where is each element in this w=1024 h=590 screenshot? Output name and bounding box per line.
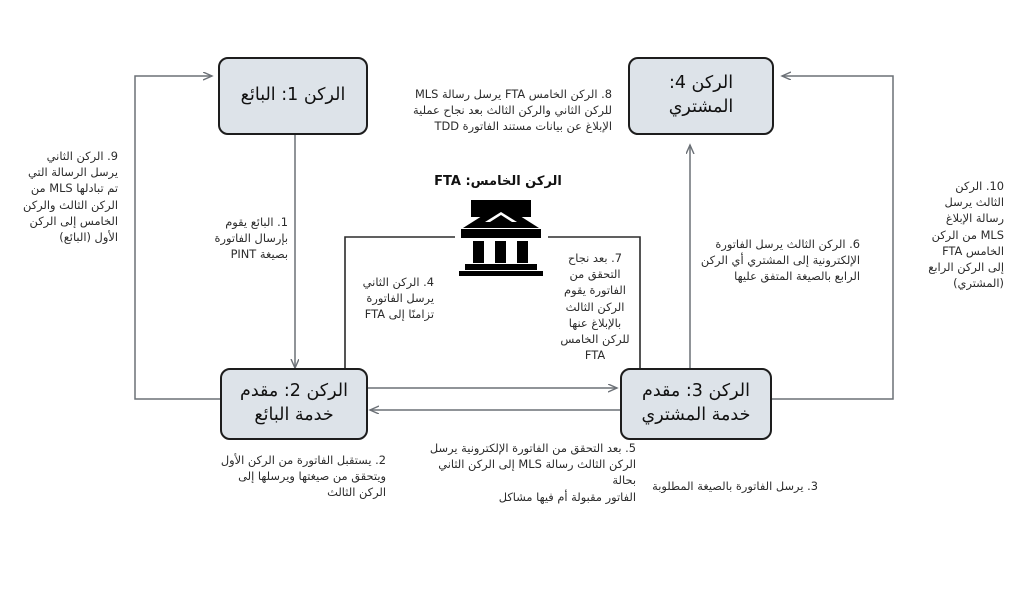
node-buyer-service-provider[interactable]: الركن 3: مقدم خدمة المشتري	[620, 368, 772, 440]
step-label-8: 8. الركن الخامس FTA يرسل رسالة MLS للركن…	[413, 87, 612, 134]
fta-building-icon	[455, 198, 547, 276]
step-label-5: 5. بعد التحقق من الفاتورة الإلكترونية ير…	[429, 441, 636, 504]
node-buyer[interactable]: الركن 4: المشتري	[628, 57, 774, 135]
step-label-6: 6. الركن الثالث يرسل الفاتورة الإلكتروني…	[700, 237, 860, 284]
step-label-2: 2. يستقبل الفاتورة من الركن الأول ويتحقق…	[220, 453, 386, 500]
step-label-1: 1. البائع يقوم بإرسال الفاتورة بصيغة PIN…	[214, 215, 288, 262]
step-label-3: 3. يرسل الفاتورة بالصيغة المطلوبة	[652, 479, 818, 493]
step-label-4: 4. الركن الثاني يرسل الفاتورة تزامنًا إل…	[362, 275, 434, 322]
fta-title: الركن الخامس: FTA	[434, 174, 562, 189]
step-label-9: 9. الركن الثاني يرسل الرسالة التي تم تبا…	[23, 149, 118, 244]
step-label-10: 10. الركن الثالث يرسل رسالة الإبلاغ MLS …	[928, 179, 1004, 291]
node-seller-service-provider[interactable]: الركن 2: مقدم خدمة البائع	[220, 368, 368, 440]
node-buyer-service-provider-label: الركن 3: مقدم خدمة المشتري	[641, 381, 751, 425]
node-buyer-label: الركن 4: المشتري	[668, 73, 734, 117]
node-seller[interactable]: الركن 1: البائع	[218, 57, 368, 135]
node-seller-service-provider-label: الركن 2: مقدم خدمة البائع	[240, 381, 348, 425]
node-seller-label: الركن 1: البائع	[240, 85, 346, 106]
step-label-7: 7. بعد نجاح التحقق من الفاتورة يقوم الرك…	[560, 251, 630, 363]
